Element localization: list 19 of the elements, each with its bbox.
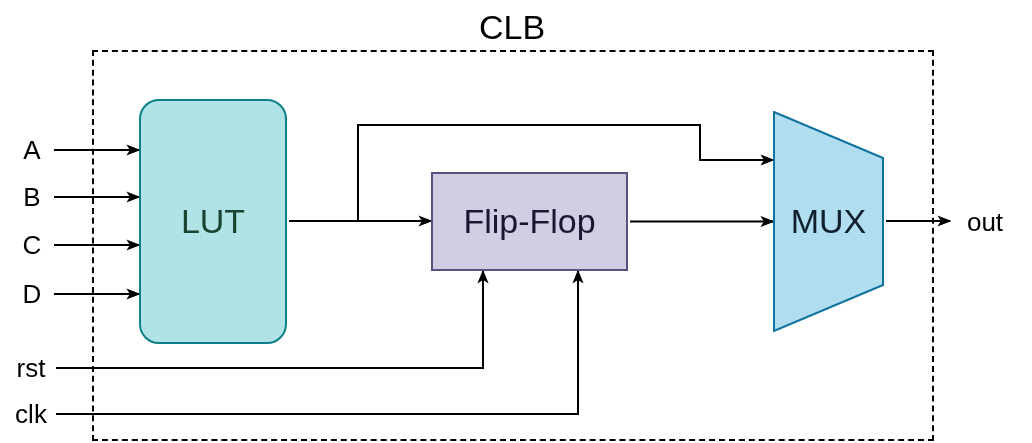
signal-name: A [12, 130, 52, 170]
arrow [55, 269, 584, 415]
arrow [53, 288, 141, 300]
arrow [885, 215, 952, 227]
block-title: CLB [477, 8, 547, 46]
signal-name: rst [8, 348, 54, 388]
arrow [53, 144, 141, 156]
mux-label: MUX [789, 201, 868, 242]
arrow [53, 239, 141, 251]
signal-name: clk [8, 394, 54, 434]
signal-name: D [12, 274, 52, 314]
signal-name: out [950, 202, 1020, 242]
signal-name: B [12, 177, 52, 217]
flip-flop-block: Flip-Flop [431, 172, 628, 271]
lut-block: LUT [139, 99, 287, 344]
arrow [53, 191, 141, 203]
arrow [55, 269, 489, 369]
arrow [629, 215, 775, 228]
signal-name: C [12, 225, 52, 265]
